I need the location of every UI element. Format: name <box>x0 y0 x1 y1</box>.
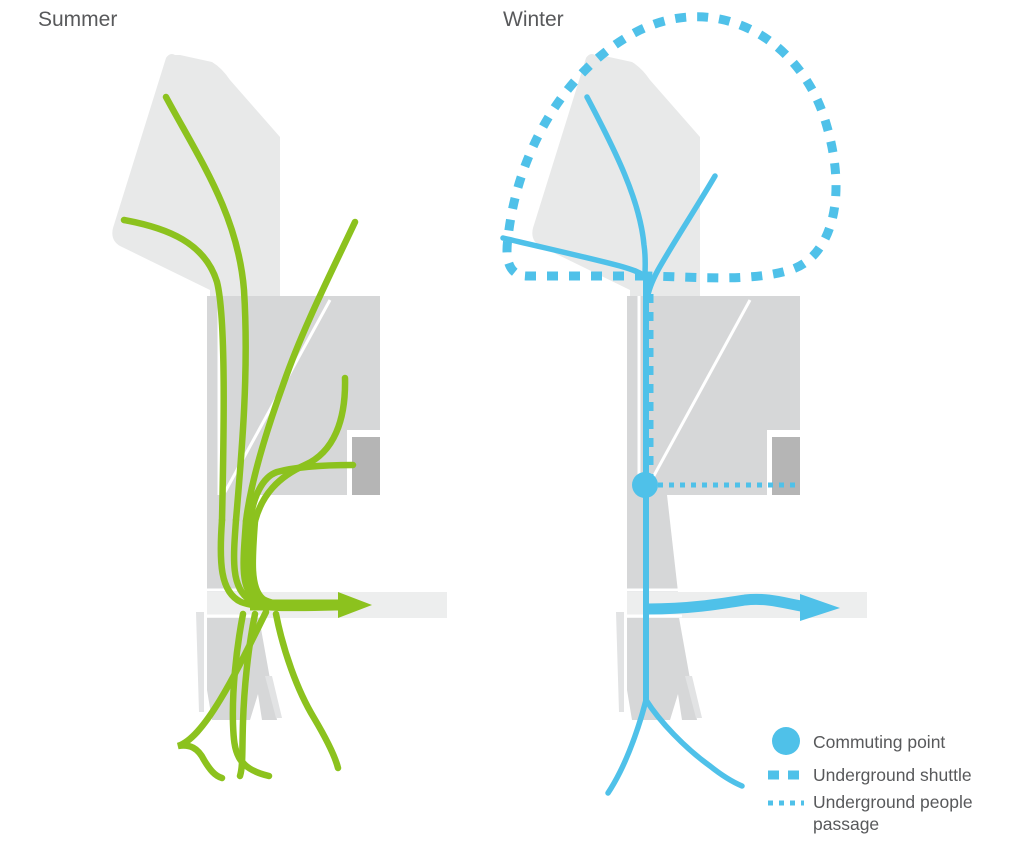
summer-flow-line-3 <box>242 218 359 525</box>
summer-flow-line-1 <box>162 93 249 524</box>
legend-item-commuting-point[interactable]: Commuting point <box>772 727 945 755</box>
summer-lower-line-1 <box>176 608 270 782</box>
underground-shuttle-loop <box>502 12 841 283</box>
summer-building-dark-block <box>352 437 380 495</box>
summer-building-upper <box>112 54 280 290</box>
winter-tail-strip-left <box>616 612 624 712</box>
summer-flow-line-2 <box>120 216 227 524</box>
legend-label-commuting-point: Commuting point <box>813 732 945 752</box>
winter-flow-line-lower-right <box>643 697 745 789</box>
legend-commuting-point-icon <box>772 727 800 755</box>
summer-flow-lines-lower <box>176 608 342 782</box>
panel-winter: Winter <box>500 8 867 796</box>
commuting-point-marker[interactable] <box>632 472 658 498</box>
summer-lower-line-3 <box>229 610 273 780</box>
summer-flow-line-5 <box>246 461 357 525</box>
summer-exit-arrow <box>250 592 372 618</box>
legend: Commuting point Underground shuttle Unde… <box>768 727 973 834</box>
winter-flow-line-lower-left <box>605 697 649 796</box>
panel-summer: Summer <box>38 8 447 782</box>
winter-tail-strip-right <box>685 676 702 718</box>
panel-title-summer: Summer <box>38 8 117 31</box>
panel-title-winter: Winter <box>503 8 564 31</box>
summer-lower-line-4 <box>272 610 342 772</box>
legend-label-underground-people-passage-line1: Underground people <box>813 792 973 812</box>
winter-building-dark-block <box>772 437 800 495</box>
winter-flow-line-1 <box>584 94 648 279</box>
summer-tail-strip-left <box>196 612 204 712</box>
winter-flow-line-2 <box>500 235 648 280</box>
winter-exit-arrow <box>647 593 840 621</box>
winter-body-diagonal-separator <box>643 299 752 493</box>
legend-item-underground-people-passage[interactable]: Underground people passage <box>768 792 973 834</box>
winter-building-lower <box>627 495 678 592</box>
winter-building-upper <box>532 54 700 290</box>
summer-flow-lines <box>120 93 359 525</box>
legend-item-underground-shuttle[interactable]: Underground shuttle <box>768 765 972 785</box>
summer-tail-strip-right <box>265 676 282 718</box>
legend-label-underground-people-passage-line2: passage <box>813 814 879 834</box>
legend-label-underground-shuttle: Underground shuttle <box>813 765 972 785</box>
